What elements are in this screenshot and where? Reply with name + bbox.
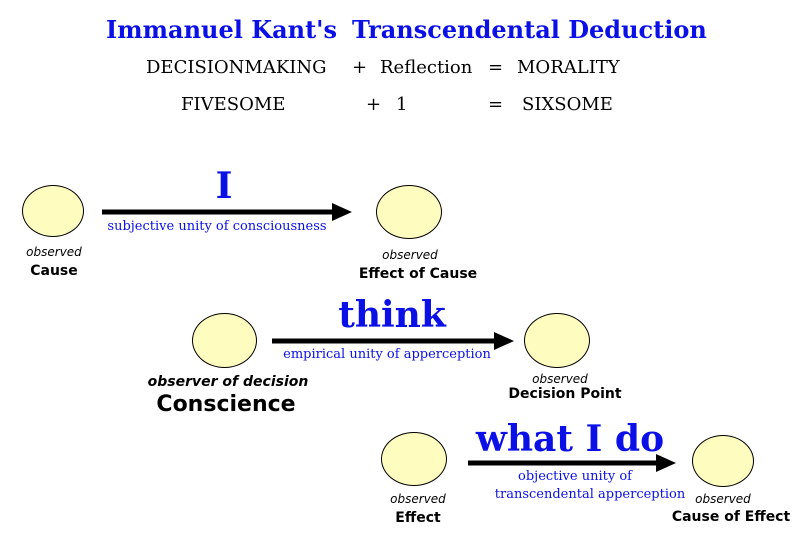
caption-subjective-unity: subjective unity of consciousness [107,219,327,234]
arrow-2-head [494,332,514,350]
equation1-term-b: Reflection [380,57,473,78]
caption-objective-unity-line2: transcendental apperception [494,487,686,502]
cause-of-effect-node [692,435,754,487]
decision-point-observed-text: observed [532,372,588,386]
cause-observed-text: observed [26,245,82,259]
cause-node [22,185,84,237]
title-part1: Immanuel Kant's [106,15,338,44]
cause-of-effect-label: Cause of Effect [671,509,791,525]
equation1-term-a: DECISIONMAKING [146,57,327,78]
equation2-equals: = [488,94,504,115]
cause-of-effect-observed-text: observed [695,492,751,506]
word-i: I [215,165,233,207]
effect-observed-text: observed [390,492,446,506]
arrow-3-head [656,454,676,472]
equation1-result: MORALITY [517,57,620,78]
conscience-observer-text: observer of decision [147,374,309,390]
equation2-term-b: 1 [396,94,408,115]
decision-point-node [524,313,590,368]
equation2-plus: + [366,94,382,115]
equation2-term-a: FIVESOME [181,94,286,115]
arrow-1-head [332,203,352,221]
equation2-result: SIXSOME [522,94,613,115]
effect-node [381,432,447,486]
equation1-plus: + [352,57,368,78]
effect-of-cause-observed-text: observed [382,248,438,262]
word-think: think [338,294,446,336]
equation1-equals: = [488,57,504,78]
conscience-node [192,313,257,368]
effect-of-cause-node [376,185,442,239]
word-what-i-do: what I do [475,418,665,460]
title-part2: Transcendental Deduction [352,15,707,44]
decision-point-label: Decision Point [508,386,622,402]
caption-objective-unity-line1: objective unity of [518,469,632,484]
cause-label: Cause [30,263,78,279]
caption-empirical-unity: empirical unity of apperception [283,347,491,362]
effect-of-cause-label: Effect of Cause [358,266,478,282]
conscience-label: Conscience [156,392,296,417]
effect-label: Effect [395,510,441,526]
